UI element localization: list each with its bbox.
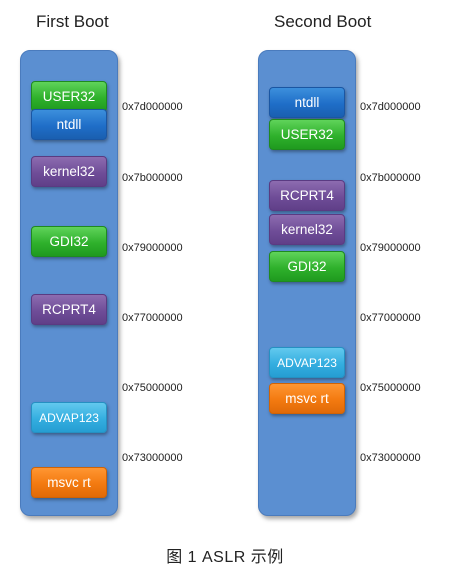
first-boot-address-7d: 0x7d000000	[122, 101, 183, 113]
first-boot-title: First Boot	[36, 12, 109, 31]
first-boot-address-77: 0x77000000	[122, 312, 183, 324]
module-msvcrt: msvc rt	[269, 383, 345, 414]
second-boot-title: Second Boot	[274, 12, 372, 31]
module-msvcrt: msvc rt	[31, 467, 107, 498]
module-advap123: ADVAP123	[31, 402, 107, 433]
module-ntdll: ntdll	[31, 109, 107, 140]
first-boot-address-75: 0x75000000	[122, 382, 183, 394]
second-boot-address-75: 0x75000000	[360, 382, 421, 394]
second-boot-address-7b: 0x7b000000	[360, 172, 421, 184]
module-kernel32: kernel32	[269, 214, 345, 245]
module-gdi32: GDI32	[269, 251, 345, 282]
first-boot-memory-column: USER32 ntdll kernel32 GDI32 RCPRT4 ADVAP…	[20, 50, 118, 516]
module-kernel32: kernel32	[31, 156, 107, 187]
second-boot-address-73: 0x73000000	[360, 452, 421, 464]
module-rcprt4: RCPRT4	[269, 180, 345, 211]
module-gdi32: GDI32	[31, 226, 107, 257]
figure-caption: 图 1 ASLR 示例	[166, 549, 284, 566]
second-boot-address-7d: 0x7d000000	[360, 101, 421, 113]
module-user32: USER32	[269, 119, 345, 150]
first-boot-address-7b: 0x7b000000	[122, 172, 183, 184]
first-boot-address-79: 0x79000000	[122, 242, 183, 254]
module-advap123: ADVAP123	[269, 347, 345, 378]
module-user32: USER32	[31, 81, 107, 112]
second-boot-memory-column: ntdll USER32 RCPRT4 kernel32 GDI32 ADVAP…	[258, 50, 356, 516]
module-rcprt4: RCPRT4	[31, 294, 107, 325]
second-boot-address-79: 0x79000000	[360, 242, 421, 254]
module-ntdll: ntdll	[269, 87, 345, 118]
second-boot-address-77: 0x77000000	[360, 312, 421, 324]
first-boot-address-73: 0x73000000	[122, 452, 183, 464]
